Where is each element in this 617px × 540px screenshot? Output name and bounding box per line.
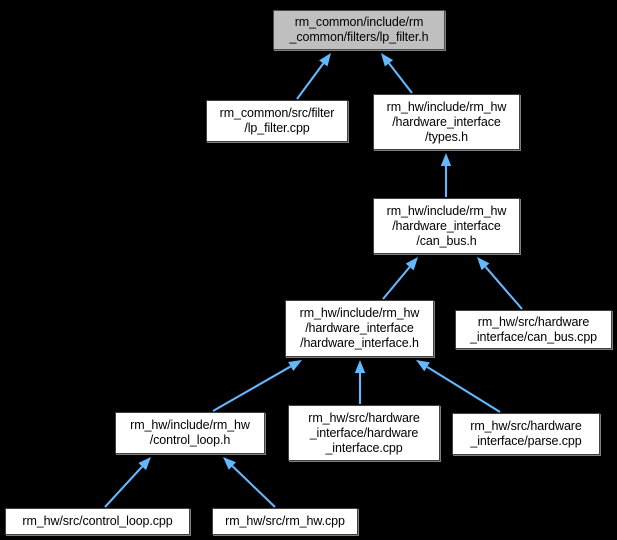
graph-node-parse_cpp[interactable]: rm_hw/src/hardware _interface/parse.cpp	[452, 413, 600, 455]
graph-node-label: rm_hw/include/rm_hw /hardware_interface …	[386, 99, 507, 144]
graph-node-hardware_interface_cpp[interactable]: rm_hw/src/hardware _interface/hardware _…	[288, 405, 440, 461]
graph-node-label: rm_common/include/rm _common/filters/lp_…	[289, 15, 429, 44]
graph-edge-rm_hw_cpp-to-control_loop_h	[223, 457, 276, 508]
graph-node-label: rm_hw/src/rm_hw.cpp	[225, 514, 345, 528]
graph-node-rm_hw_cpp[interactable]: rm_hw/src/rm_hw.cpp	[212, 508, 358, 535]
graph-node-label: rm_hw/src/hardware _interface/hardware _…	[308, 410, 420, 455]
graph-node-label: rm_hw/include/rm_hw /control_loop.h	[130, 418, 250, 447]
graph-edge-parse_cpp-to-hardware_interface_h	[416, 360, 501, 413]
graph-node-control_loop_h[interactable]: rm_hw/include/rm_hw /control_loop.h	[115, 412, 265, 454]
graph-edge-types_h-to-lp_filter_h	[381, 53, 413, 94]
graph-edge-can_bus_cpp-to-can_bus_h	[477, 257, 523, 310]
graph-edge-control_loop_cpp-to-control_loop_h	[104, 457, 151, 508]
graph-node-label: rm_hw/src/hardware _interface/parse.cpp	[470, 419, 582, 448]
graph-edge-lp_filter_cpp-to-lp_filter_h	[296, 53, 331, 100]
graph-node-label: rm_hw/src/control_loop.cpp	[22, 514, 173, 528]
graph-node-lp_filter_cpp[interactable]: rm_common/src/filter /lp_filter.cpp	[206, 100, 348, 142]
graph-node-label: rm_hw/src/hardware _interface/can_bus.cp…	[469, 314, 598, 344]
graph-node-can_bus_h[interactable]: rm_hw/include/rm_hw /hardware_interface …	[373, 198, 520, 254]
graph-node-can_bus_cpp[interactable]: rm_hw/src/hardware _interface/can_bus.cp…	[455, 310, 612, 349]
graph-edge-hardware_interface_cpp-to-hardware_interface_h	[354, 360, 366, 404]
graph-node-lp_filter_h[interactable]: rm_common/include/rm _common/filters/lp_…	[273, 10, 445, 50]
graph-node-label: rm_common/src/filter /lp_filter.cpp	[219, 106, 335, 135]
graph-node-label: rm_hw/include/rm_hw /hardware_interface …	[299, 306, 420, 350]
graph-node-types_h[interactable]: rm_hw/include/rm_hw /hardware_interface …	[373, 94, 520, 150]
graph-node-label: rm_hw/include/rm_hw /hardware_interface …	[386, 203, 507, 248]
graph-edge-control_loop_h-to-hardware_interface_h	[212, 360, 302, 412]
graph-node-control_loop_cpp[interactable]: rm_hw/src/control_loop.cpp	[5, 508, 190, 535]
graph-edge-can_bus_h-to-types_h	[440, 153, 452, 197]
graph-edge-hardware_interface_h-to-can_bus_h	[382, 257, 418, 300]
graph-node-hardware_interface_h[interactable]: rm_hw/include/rm_hw /hardware_interface …	[285, 300, 434, 357]
